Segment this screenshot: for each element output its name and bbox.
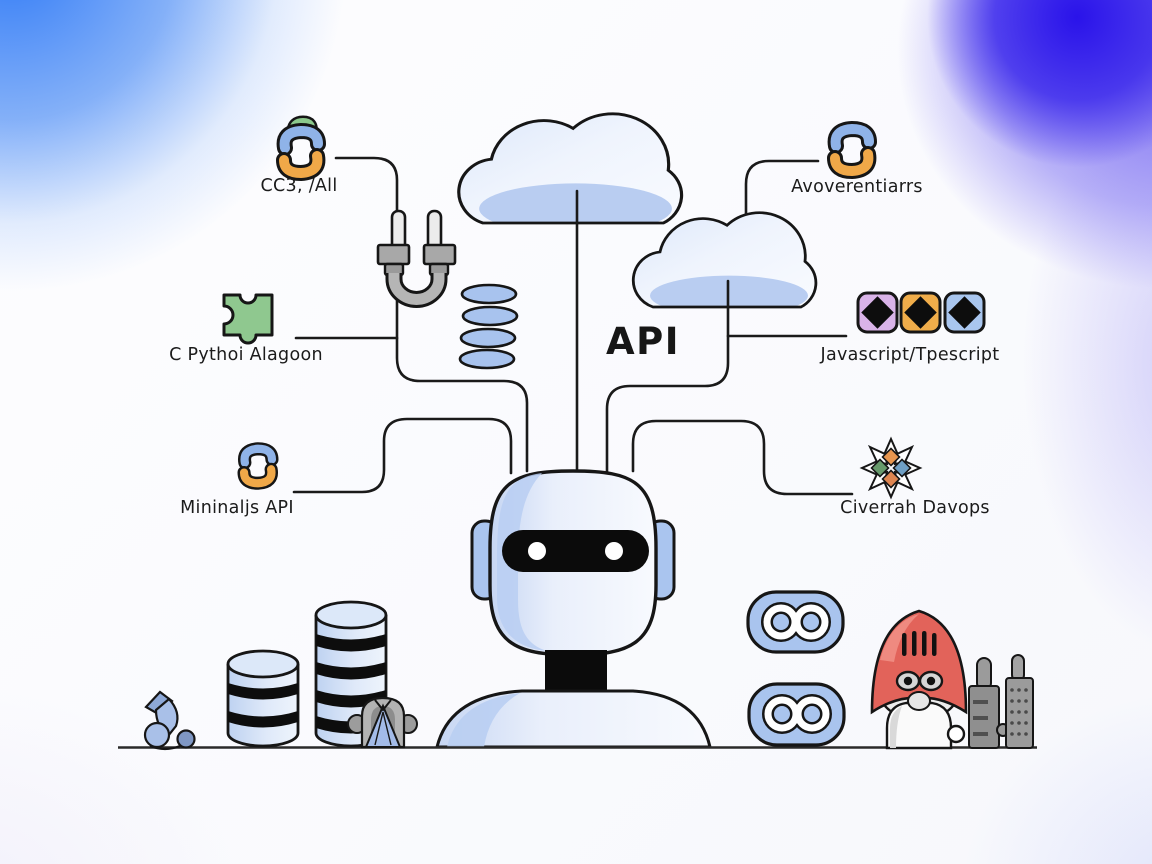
python-icon-top-right	[835, 129, 869, 171]
coil-stack-icon	[458, 283, 519, 370]
gnome-icon	[870, 609, 968, 750]
plug-icon	[376, 209, 457, 308]
robot-body	[435, 689, 712, 749]
robot-body-shade	[447, 693, 520, 747]
creature-fan-icon	[347, 696, 418, 749]
robot-visor	[502, 530, 649, 572]
python-icon-top-left	[284, 115, 318, 173]
robot-eye-left	[528, 542, 546, 560]
boot-icon	[143, 690, 196, 751]
label-top-right: Avoverentiarrs	[791, 177, 923, 197]
wire-bottom-right	[631, 419, 854, 496]
label-bottom-left: Mininaljs API	[180, 498, 294, 518]
puzzle-piece-icon	[222, 293, 274, 345]
label-mid-right: Javascript/Tpescript	[820, 345, 1000, 365]
robot	[435, 469, 712, 749]
api-title: API	[605, 320, 681, 363]
python-icon-bottom-left	[244, 449, 272, 483]
robot-head-shade	[497, 473, 547, 651]
wire-cloud-small	[605, 279, 730, 473]
connector-lines	[292, 156, 854, 496]
wire-bottom-left	[292, 417, 513, 494]
label-mid-left: C Pythoi Alagoon	[169, 345, 323, 365]
towers-icon	[968, 654, 1034, 749]
cloud-large	[457, 112, 684, 225]
label-top-left: CC3, /All	[260, 176, 338, 196]
wire-top-left	[334, 156, 529, 473]
infinity-badge-top	[746, 590, 845, 654]
robot-neck	[545, 650, 607, 694]
infinity-badge-bottom	[747, 682, 846, 747]
robot-eye-right	[605, 542, 623, 560]
diamond-badges-icon	[856, 291, 986, 334]
starburst-icon	[859, 436, 923, 500]
database-small	[226, 649, 300, 748]
wire-top-right	[744, 159, 820, 216]
label-bottom-right: Civerrah Davops	[840, 498, 990, 518]
cloud-small	[631, 211, 818, 309]
